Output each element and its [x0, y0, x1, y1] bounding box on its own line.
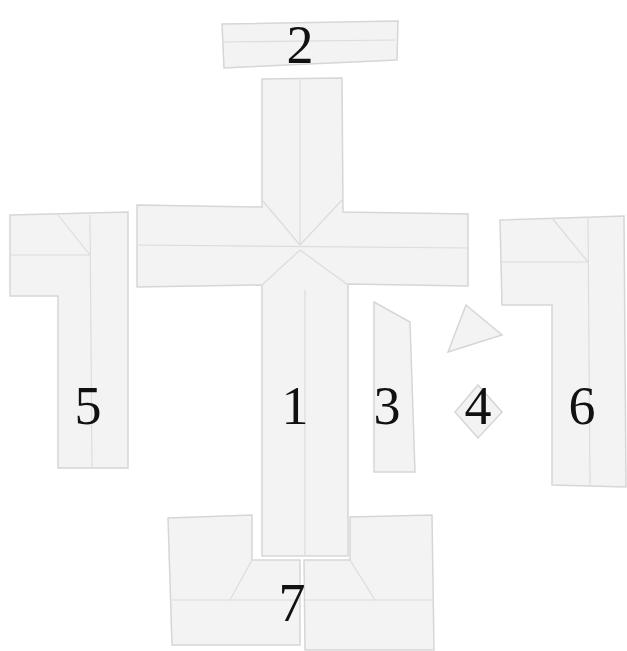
fold-line [230, 560, 252, 600]
fold-line [300, 200, 342, 245]
fold-line [262, 200, 300, 245]
callout-number: 6 [569, 379, 596, 433]
callout-number: 2 [287, 18, 314, 72]
fold-line [588, 218, 590, 486]
fold-line [58, 215, 90, 255]
fold-line [350, 560, 375, 600]
paper-corner [304, 515, 434, 650]
paper-corner [500, 216, 626, 487]
fold-line [552, 218, 588, 262]
callout-number: 4 [465, 379, 492, 433]
fold-line [305, 599, 433, 600]
fold-line [137, 245, 468, 248]
paper-triangle [448, 305, 502, 352]
fold-line [502, 261, 588, 262]
fold-line [262, 250, 300, 285]
paper-corner [10, 212, 128, 468]
fold-line [10, 254, 90, 255]
paper-strip [374, 302, 415, 472]
callout-number: 3 [374, 379, 401, 433]
fold-line [300, 250, 348, 285]
callout-number: 1 [282, 379, 309, 433]
fold-line [299, 80, 300, 245]
callout-number: 5 [75, 379, 102, 433]
callout-number: 7 [279, 576, 306, 630]
paper-cross [137, 78, 468, 556]
